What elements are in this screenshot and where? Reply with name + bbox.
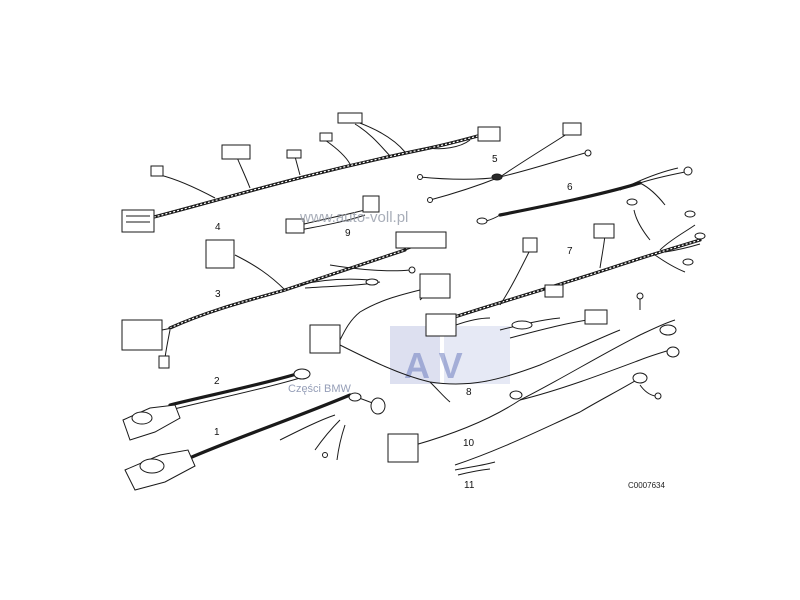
harness-7 — [419, 209, 706, 337]
part-labels: 4 5 6 9 7 3 2 8 1 10 11 — [214, 154, 573, 491]
part-label-8: 8 — [466, 387, 472, 398]
connector-4c — [221, 144, 251, 160]
cable-11 — [454, 372, 662, 476]
connector-4g — [477, 126, 501, 142]
battery-cable-2 — [122, 368, 311, 441]
watermark-subtitle: Części BMW — [288, 383, 352, 395]
connector-7a — [522, 237, 538, 253]
harness-5 — [417, 122, 592, 203]
part-label-11: 11 — [464, 480, 475, 491]
connector-8a — [309, 324, 341, 354]
connector-7b — [593, 223, 615, 239]
connector-4e — [319, 132, 333, 142]
connector-4f — [337, 112, 363, 124]
part-label-3: 3 — [215, 289, 221, 300]
part-label-1: 1 — [214, 427, 220, 438]
part-label-6: 6 — [567, 182, 573, 193]
connector-7d — [419, 273, 451, 299]
part-label-4: 4 — [215, 222, 221, 233]
connector-3b — [395, 231, 447, 249]
connector-9b — [362, 195, 380, 213]
connector-9a — [285, 218, 305, 234]
connector-5a — [562, 122, 582, 136]
connector-3a — [205, 239, 235, 269]
part-label-7: 7 — [567, 246, 573, 257]
harness-6 — [476, 166, 693, 225]
harness-3 — [121, 231, 447, 369]
connector-10a — [387, 433, 419, 463]
watermark-url: www.auto-voll.pl — [299, 209, 408, 226]
part-label-9: 9 — [345, 228, 351, 239]
connector-4b — [150, 165, 164, 177]
connector-4a — [121, 209, 155, 233]
terminal-2 — [122, 404, 181, 441]
connector-4d — [286, 149, 302, 159]
connector-8b — [584, 309, 608, 325]
harness-8 — [309, 289, 621, 403]
cable-10 — [387, 292, 680, 463]
harness-4 — [121, 112, 501, 233]
part-label-5: 5 — [492, 154, 498, 165]
harness-9 — [285, 195, 380, 234]
connector-7c — [425, 313, 457, 337]
diagram-code: C0007634 — [628, 481, 665, 490]
part-label-10: 10 — [463, 438, 475, 449]
battery-cable-1 — [124, 392, 386, 491]
watermark-logo-text: A V — [404, 345, 463, 386]
connector-3c — [121, 319, 163, 351]
part-label-2: 2 — [214, 376, 220, 387]
